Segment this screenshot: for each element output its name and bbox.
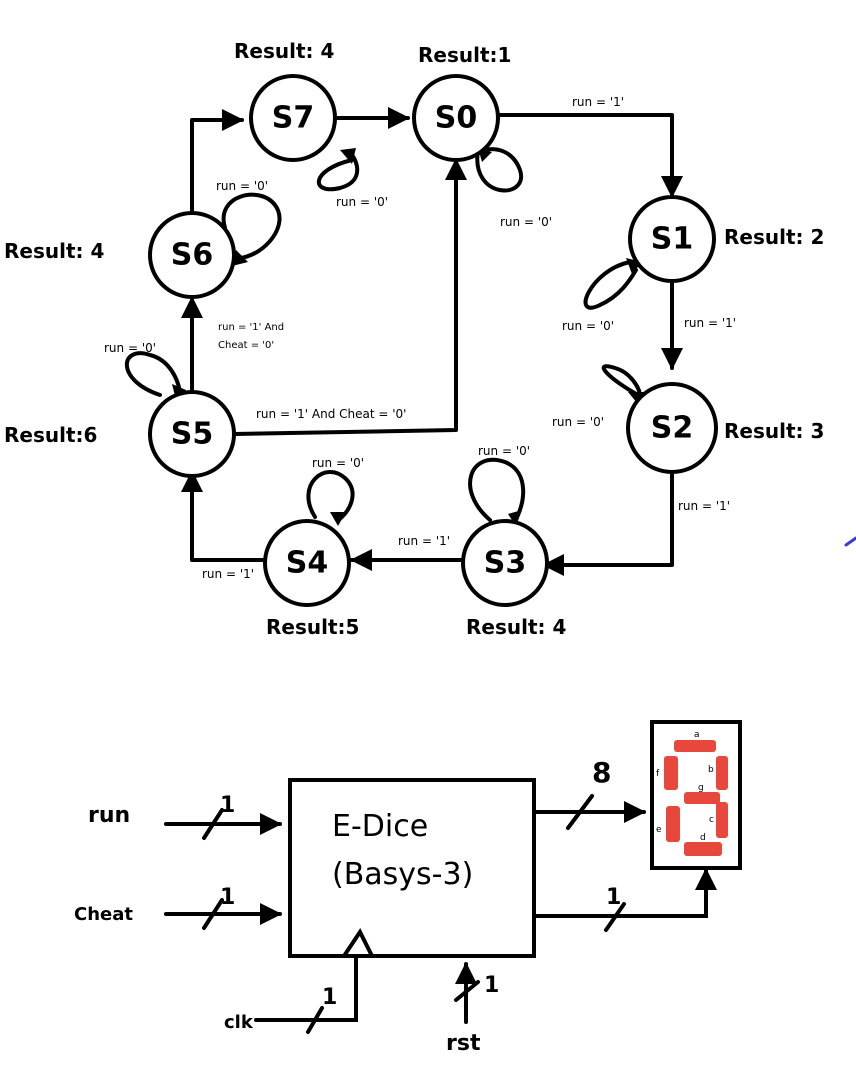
edge-s6-s7	[190, 109, 244, 216]
stray-pen-mark	[844, 536, 856, 547]
run-width: 1	[220, 793, 235, 818]
label-s4-s5: run = '1'	[202, 567, 254, 581]
anode-output-wire	[532, 868, 717, 918]
segment-width: 8	[592, 756, 611, 789]
result-s0: Result:1	[418, 43, 511, 67]
rst-width: 1	[484, 973, 499, 998]
edge-s2-s3	[542, 472, 674, 576]
label-s5-s6-line2: Cheat = '0'	[218, 340, 274, 351]
label-s5-self: run = '0'	[104, 341, 156, 355]
result-s4: Result:5	[266, 615, 359, 639]
state-label-s0: S0	[435, 101, 477, 136]
loop-s5	[124, 351, 182, 397]
segment-letter-f: f	[656, 769, 660, 779]
block-subtitle: (Basys-3)	[332, 857, 473, 892]
segment-f	[664, 756, 678, 790]
label-s6-self: run = '0'	[216, 179, 268, 193]
rst-bus-slash	[454, 980, 480, 1002]
segment-letter-c: c	[709, 815, 714, 825]
state-label-s7: S7	[272, 101, 314, 136]
state-label-s3: S3	[484, 546, 526, 581]
run-bus-slash	[202, 808, 224, 840]
clk-edge-symbol	[342, 928, 374, 958]
anode-bus-slash	[604, 902, 626, 932]
state-s0	[412, 74, 500, 162]
segment-letter-a: a	[694, 730, 700, 740]
label-s7-self: run = '0'	[336, 195, 388, 209]
label-s2-self: run = '0'	[552, 415, 604, 429]
edge-s0-s1	[498, 113, 683, 198]
segment-c	[716, 802, 728, 838]
loop-s3	[468, 458, 526, 522]
run-label: run	[88, 803, 130, 828]
state-s2	[626, 382, 718, 474]
result-s1: Result: 2	[724, 225, 824, 249]
cheat-bus-slash	[202, 898, 224, 930]
label-s3-s4: run = '1'	[398, 534, 450, 548]
label-s4-self: run = '0'	[312, 456, 364, 470]
seven-segment-digit	[664, 740, 728, 856]
segment-letter-e: e	[656, 825, 662, 835]
block-title: E-Dice	[332, 809, 428, 844]
label-s1-s2: run = '1'	[684, 316, 736, 330]
segment-d	[684, 842, 722, 856]
state-label-s4: S4	[286, 546, 328, 581]
state-s6	[148, 211, 236, 299]
result-s6: Result: 4	[4, 239, 104, 263]
state-label-s2: S2	[651, 411, 693, 446]
segment-g	[684, 792, 720, 804]
label-s5-s6-line1: run = '1' And	[218, 322, 284, 333]
segment-a	[674, 740, 716, 752]
loop-s7	[317, 150, 360, 192]
state-label-s5: S5	[171, 417, 213, 452]
cheat-width: 1	[220, 885, 235, 910]
edge-s4-s5	[181, 470, 266, 562]
state-s5	[148, 390, 236, 478]
anode-width: 1	[606, 885, 621, 910]
state-s4	[263, 519, 351, 607]
clk-bus-slash	[306, 1006, 324, 1034]
cheat-label: Cheat	[74, 904, 133, 925]
label-s5-s0: run = '1' And Cheat = '0'	[256, 407, 406, 421]
segment-letter-d: d	[700, 833, 706, 843]
loop-s4	[306, 470, 355, 522]
segment-bus-slash	[566, 794, 594, 830]
segment-b	[716, 756, 728, 790]
result-s2: Result: 3	[724, 419, 824, 443]
clk-label: clk	[224, 1012, 254, 1033]
segment-letter-b: b	[708, 765, 714, 775]
label-s0-self: run = '0'	[500, 215, 552, 229]
e-dice-block	[288, 778, 536, 958]
state-s3	[461, 519, 549, 607]
state-s1	[628, 195, 716, 283]
state-s7	[249, 74, 337, 162]
clk-width: 1	[322, 985, 337, 1010]
rst-label: rst	[446, 1031, 481, 1056]
result-s5: Result:6	[4, 423, 97, 447]
loop-s6	[221, 192, 282, 260]
clk-wire	[254, 954, 358, 1022]
state-label-s6: S6	[171, 238, 213, 273]
loop-s2	[601, 364, 642, 398]
label-s0-s1: run = '1'	[572, 95, 624, 109]
state-label-s1: S1	[651, 222, 693, 257]
label-s1-self: run = '0'	[562, 319, 614, 333]
loop-s1	[583, 260, 638, 310]
result-s3: Result: 4	[466, 615, 566, 639]
segment-e	[666, 806, 680, 842]
segment-letter-g: g	[698, 783, 704, 793]
result-s7: Result: 4	[234, 39, 334, 63]
edge-s5-s0	[232, 158, 467, 436]
label-s2-s3: run = '1'	[678, 499, 730, 513]
loop-s0	[475, 147, 524, 193]
label-s3-self: run = '0'	[478, 444, 530, 458]
